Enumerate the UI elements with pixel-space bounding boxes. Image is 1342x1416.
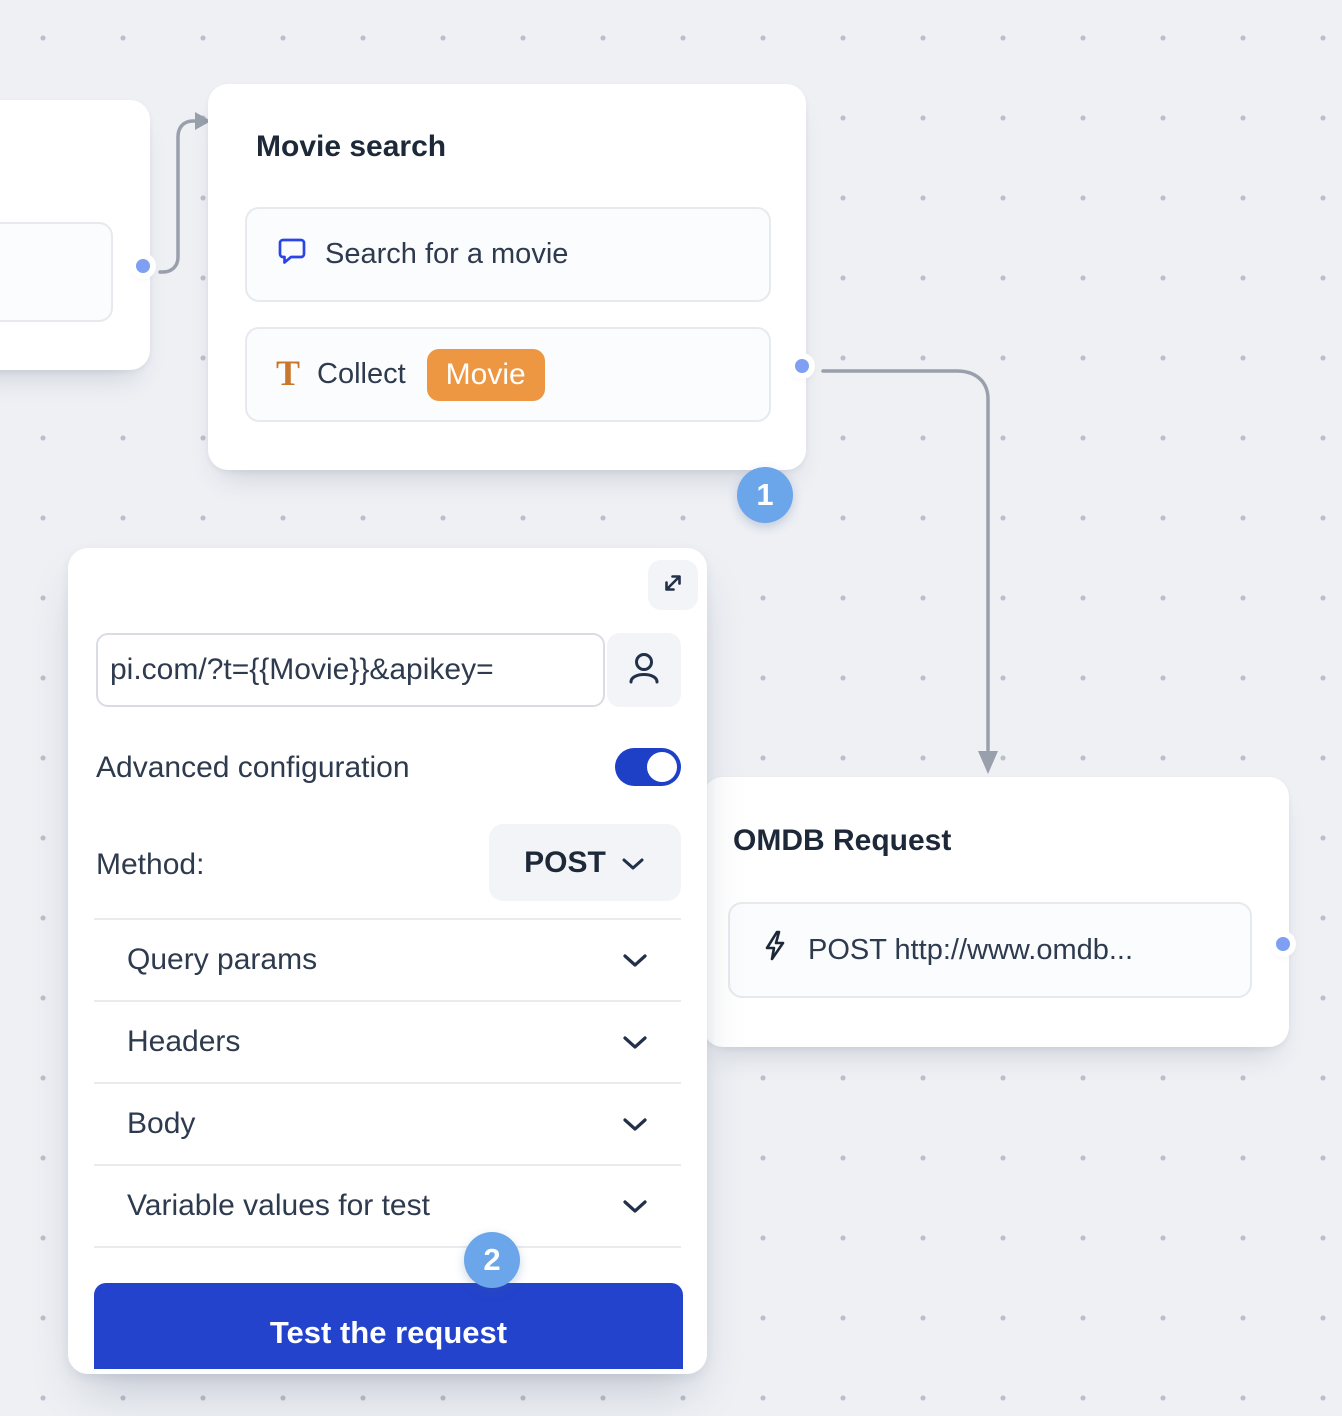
step-badge-1: 1 — [737, 467, 793, 523]
section-variable-values-for-test[interactable]: Variable values for test — [94, 1164, 681, 1246]
expand-icon — [659, 569, 687, 602]
block-label: Collect — [317, 358, 406, 390]
chevron-down-icon — [620, 846, 646, 880]
movie-search-node[interactable]: Movie search Search for a movie T Collec… — [208, 84, 806, 523]
block-label: POST http://www.omdb... — [808, 933, 1134, 966]
section-label: Body — [127, 1107, 196, 1140]
person-button[interactable] — [607, 633, 681, 707]
chevron-down-icon — [621, 1107, 649, 1141]
message-block-search-for-a-movie[interactable]: Search for a movie — [245, 207, 771, 302]
node-title: OMDB Request — [733, 824, 952, 857]
section-divider — [94, 1246, 681, 1248]
port-left-node-output[interactable] — [136, 259, 150, 273]
person-icon — [625, 649, 663, 692]
chevron-down-icon — [621, 1025, 649, 1059]
collect-block-movie[interactable]: T Collect Movie — [245, 327, 771, 422]
text-T-icon: T — [276, 352, 301, 393]
wire-left-to-movie — [158, 119, 197, 274]
port-movie-search-output[interactable] — [795, 359, 809, 373]
section-headers[interactable]: Headers — [94, 1000, 681, 1082]
section-body[interactable]: Body — [94, 1082, 681, 1164]
method-select[interactable]: POST — [489, 824, 681, 901]
partial-node[interactable] — [0, 100, 150, 370]
section-label: Variable values for test — [127, 1189, 430, 1222]
port-omdb-request-output[interactable] — [1276, 937, 1290, 951]
advanced-configuration-toggle[interactable] — [615, 748, 681, 786]
section-query-params[interactable]: Query params — [94, 918, 681, 1000]
omdb-request-node[interactable]: OMDB Request POST http://www.omdb... — [703, 777, 1289, 1047]
method-label: Method: — [96, 848, 205, 881]
method-value: POST — [524, 845, 606, 879]
chat-bubble-icon — [276, 235, 308, 275]
test-request-button[interactable]: Test the request — [94, 1283, 683, 1369]
chevron-down-icon — [621, 1189, 649, 1223]
toggle-knob — [647, 752, 677, 782]
section-label: Headers — [127, 1025, 241, 1058]
expand-button[interactable] — [648, 560, 698, 610]
wire-movie-to-omdb — [821, 369, 990, 752]
node-title: Movie search — [256, 130, 447, 163]
chevron-down-icon — [621, 943, 649, 977]
advanced-configuration-label: Advanced configuration — [96, 751, 410, 784]
section-label: Query params — [127, 943, 318, 976]
variable-badge-movie[interactable]: Movie — [426, 348, 545, 401]
partial-node-item[interactable] — [0, 222, 113, 322]
webhook-config-panel[interactable]: 2 Advanced configuration Method: POST Qu… — [68, 548, 707, 1374]
arrowhead-down-icon — [978, 751, 998, 774]
accordion-sections: Query params Headers Body Variable value… — [94, 918, 681, 1248]
lightning-icon — [759, 929, 791, 971]
webhook-block-post-omdb[interactable]: POST http://www.omdb... — [728, 902, 1252, 998]
step-badge-2: 2 — [464, 1232, 520, 1288]
block-label: Search for a movie — [325, 238, 569, 270]
url-input[interactable] — [96, 633, 605, 707]
